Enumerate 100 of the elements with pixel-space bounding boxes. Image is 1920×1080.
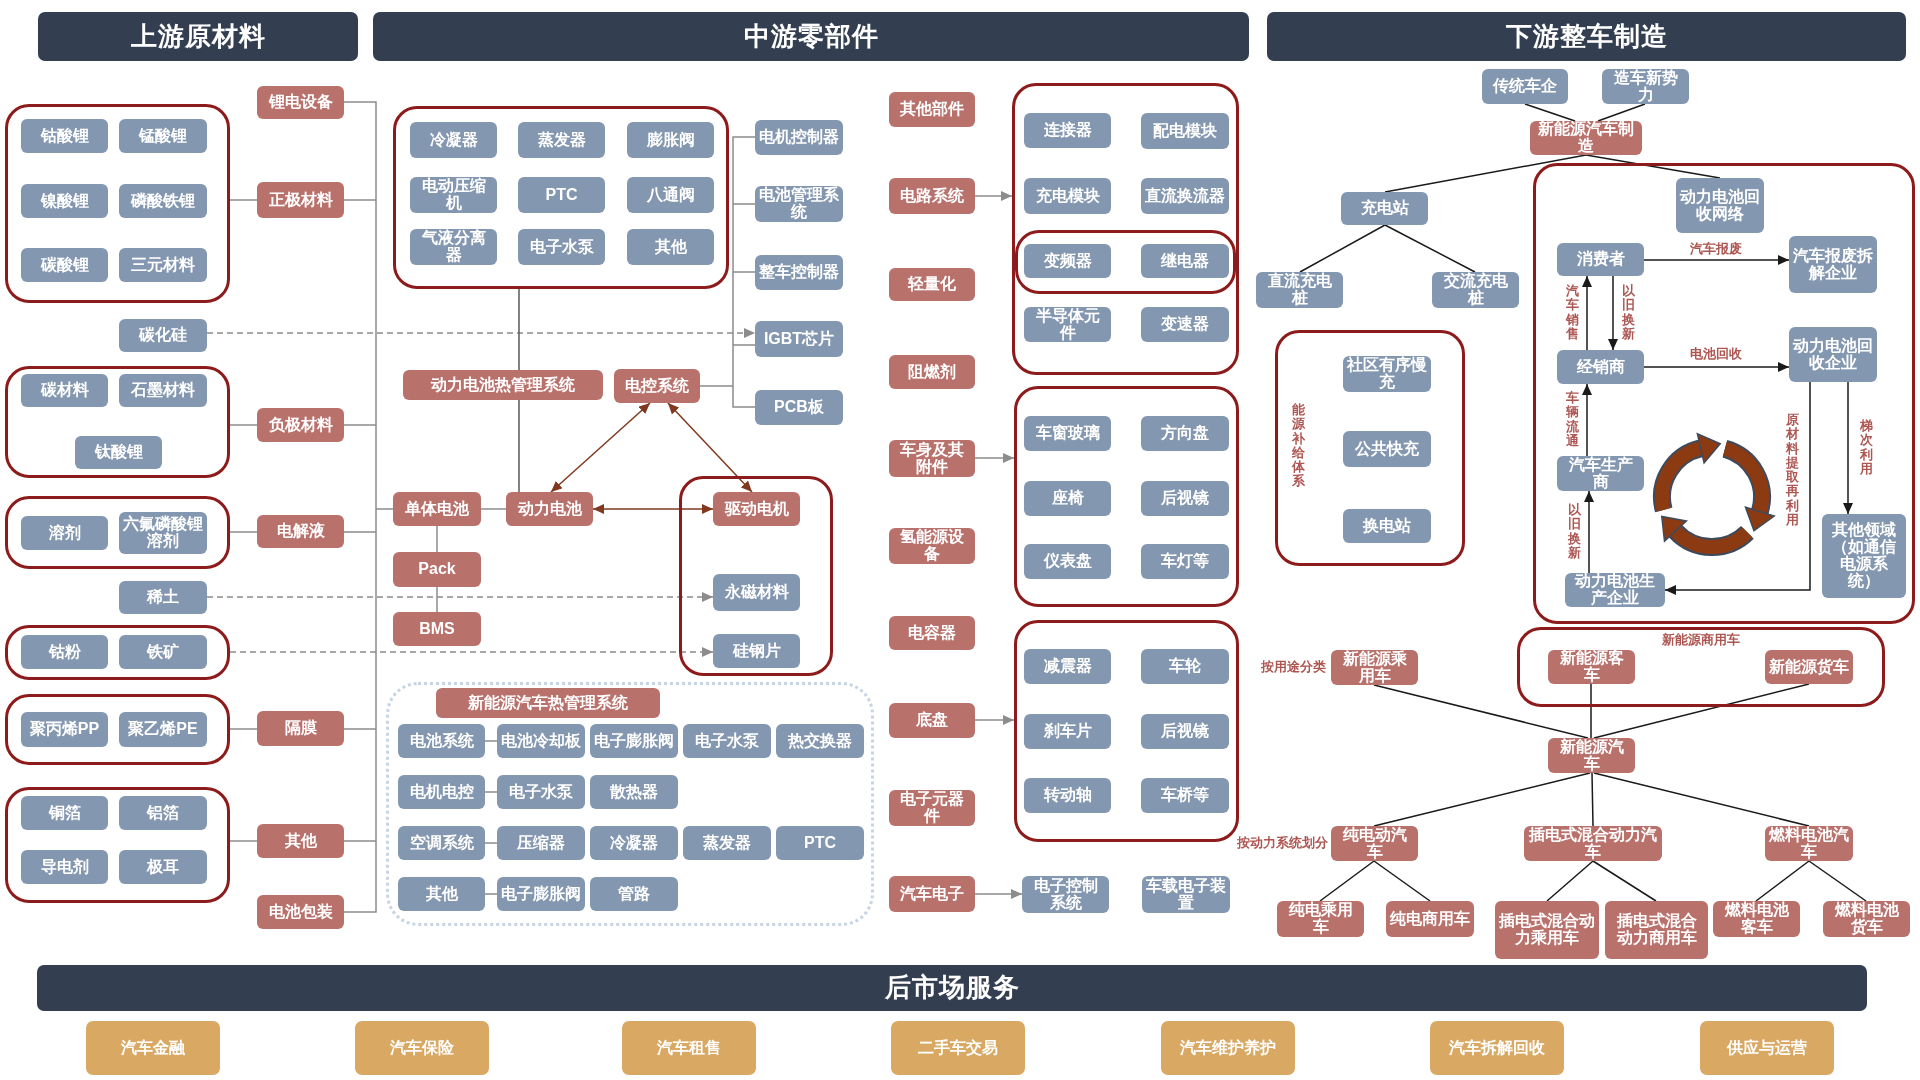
item-box: 充电模块: [1024, 178, 1111, 214]
item-box: 聚乙烯PE: [119, 712, 207, 747]
item-box: 方向盘: [1141, 416, 1229, 451]
category-box: 新能源汽车制造: [1530, 121, 1642, 155]
item-box: 散热器: [590, 775, 678, 809]
item-box: IGBT芯片: [755, 321, 843, 357]
item-box: 电池管理系统: [755, 186, 843, 222]
item-box: 磷酸铁锂: [119, 184, 207, 218]
item-box: 电机控制器: [755, 120, 843, 155]
category-box: 纯电商用车: [1386, 901, 1474, 937]
group-frame: [5, 694, 230, 765]
item-box: 六氟磷酸锂溶剂: [119, 512, 207, 554]
item-box: 石墨材料: [119, 374, 207, 407]
connector-line: [1597, 103, 1646, 122]
item-box: 热交换器: [776, 724, 864, 758]
service-box: 汽车金融: [86, 1021, 220, 1075]
connector-line: [518, 288, 520, 371]
item-box: 后视镜: [1141, 481, 1229, 516]
item-box: 锰酸锂: [119, 119, 207, 153]
connector-line: [1593, 683, 1810, 739]
item-box: 后视镜: [1141, 714, 1229, 749]
category-box: 动力电池热管理系统: [403, 370, 603, 400]
item-box: 导电剂: [21, 850, 108, 884]
item-box: 直流换流器: [1141, 178, 1229, 214]
item-box: 极耳: [119, 850, 207, 884]
group-label: 能源补给体系: [1291, 403, 1305, 489]
item-box: 车灯等: [1141, 544, 1229, 579]
item-box: 八通阀: [627, 177, 714, 213]
item-box: 配电模块: [1141, 113, 1229, 149]
category-box: 插电式混合动力商用车: [1605, 901, 1708, 959]
category-box: 新能源汽车热管理系统: [436, 688, 660, 718]
category-box: 电路系统: [889, 178, 975, 214]
category-box: 电容器: [889, 616, 975, 650]
item-box: 充电站: [1341, 192, 1428, 225]
item-box: 经销商: [1557, 350, 1644, 384]
edge-label: 梯次利用: [1859, 419, 1873, 477]
connector-line: [436, 525, 438, 553]
item-box: 空调系统: [398, 826, 485, 860]
item-box: 铝箔: [119, 796, 207, 830]
category-box: 氢能源设备: [889, 528, 975, 564]
item-box: 变速器: [1141, 307, 1229, 342]
connector-line: [229, 531, 258, 533]
item-box: 换电站: [1343, 509, 1431, 543]
service-box: 汽车保险: [355, 1021, 489, 1075]
connector-line: [484, 842, 498, 844]
item-box: 电子膨胀阀: [497, 877, 585, 911]
category-box: 电控系统: [614, 369, 700, 403]
category-box: 纯电乘用车: [1277, 901, 1364, 937]
connector-line: [1384, 154, 1587, 193]
item-box: 电机电控: [398, 775, 485, 809]
group-label: 新能源商用车: [1662, 632, 1740, 648]
arrow: [974, 453, 1015, 463]
connector-line: [436, 586, 438, 613]
connector-line: [1384, 224, 1476, 273]
group-frame: [5, 104, 230, 303]
service-box: 供应与运营: [1700, 1021, 1834, 1075]
item-box: 其他: [627, 229, 714, 265]
category-box: 驱动电机: [713, 492, 800, 526]
item-box: PTC: [518, 177, 605, 213]
section-header: 上游原材料: [38, 12, 358, 61]
category-box: 新能源乘用车: [1331, 650, 1418, 685]
category-box: 燃料电池客车: [1713, 901, 1800, 937]
connector-line: [1546, 860, 1594, 902]
arrow: [667, 402, 753, 493]
item-box: 压缩器: [497, 826, 585, 860]
connector-line: [484, 740, 498, 742]
item-box: 车载电子装置: [1142, 876, 1230, 913]
item-box: 电池系统: [398, 724, 485, 758]
category-box: 电池包装: [257, 895, 344, 929]
item-box: 社区有序慢充: [1343, 356, 1431, 392]
item-box: 钛酸锂: [75, 436, 162, 469]
item-box: 电池冷却板: [497, 724, 585, 758]
category-box: 纯电动汽车: [1331, 826, 1418, 861]
arrow: [1582, 275, 1592, 351]
item-box: 电动压缩机: [410, 177, 497, 213]
arrow: [592, 504, 714, 514]
item-box: 碳化硅: [119, 319, 207, 352]
connector-line: [1592, 860, 1657, 902]
item-box: 传统车企: [1482, 69, 1568, 104]
item-box: 三元材料: [119, 248, 207, 282]
connector-line: [229, 840, 258, 842]
side-label: 按用途分类: [1261, 658, 1326, 676]
category-box: 新能源货车: [1765, 650, 1853, 684]
arrow: [550, 402, 651, 493]
group-frame: [1015, 230, 1236, 294]
category-box: 轻量化: [889, 268, 975, 301]
item-box: 电子水泵: [518, 229, 605, 265]
item-box: PTC: [776, 826, 864, 860]
arrow: [1582, 383, 1592, 457]
edge-label: 原材料提取再利用: [1785, 412, 1799, 528]
group-frame: [1275, 330, 1465, 566]
service-box: 二手车交易: [891, 1021, 1025, 1075]
connector-line: [1373, 772, 1591, 827]
category-box: 底盘: [889, 703, 975, 738]
arrow: [229, 647, 714, 657]
service-box: 汽车租售: [622, 1021, 756, 1075]
item-box: 连接器: [1024, 113, 1111, 148]
connector-line: [1319, 860, 1375, 902]
category-box: 汽车电子: [889, 876, 975, 912]
arrow: [1608, 275, 1618, 351]
